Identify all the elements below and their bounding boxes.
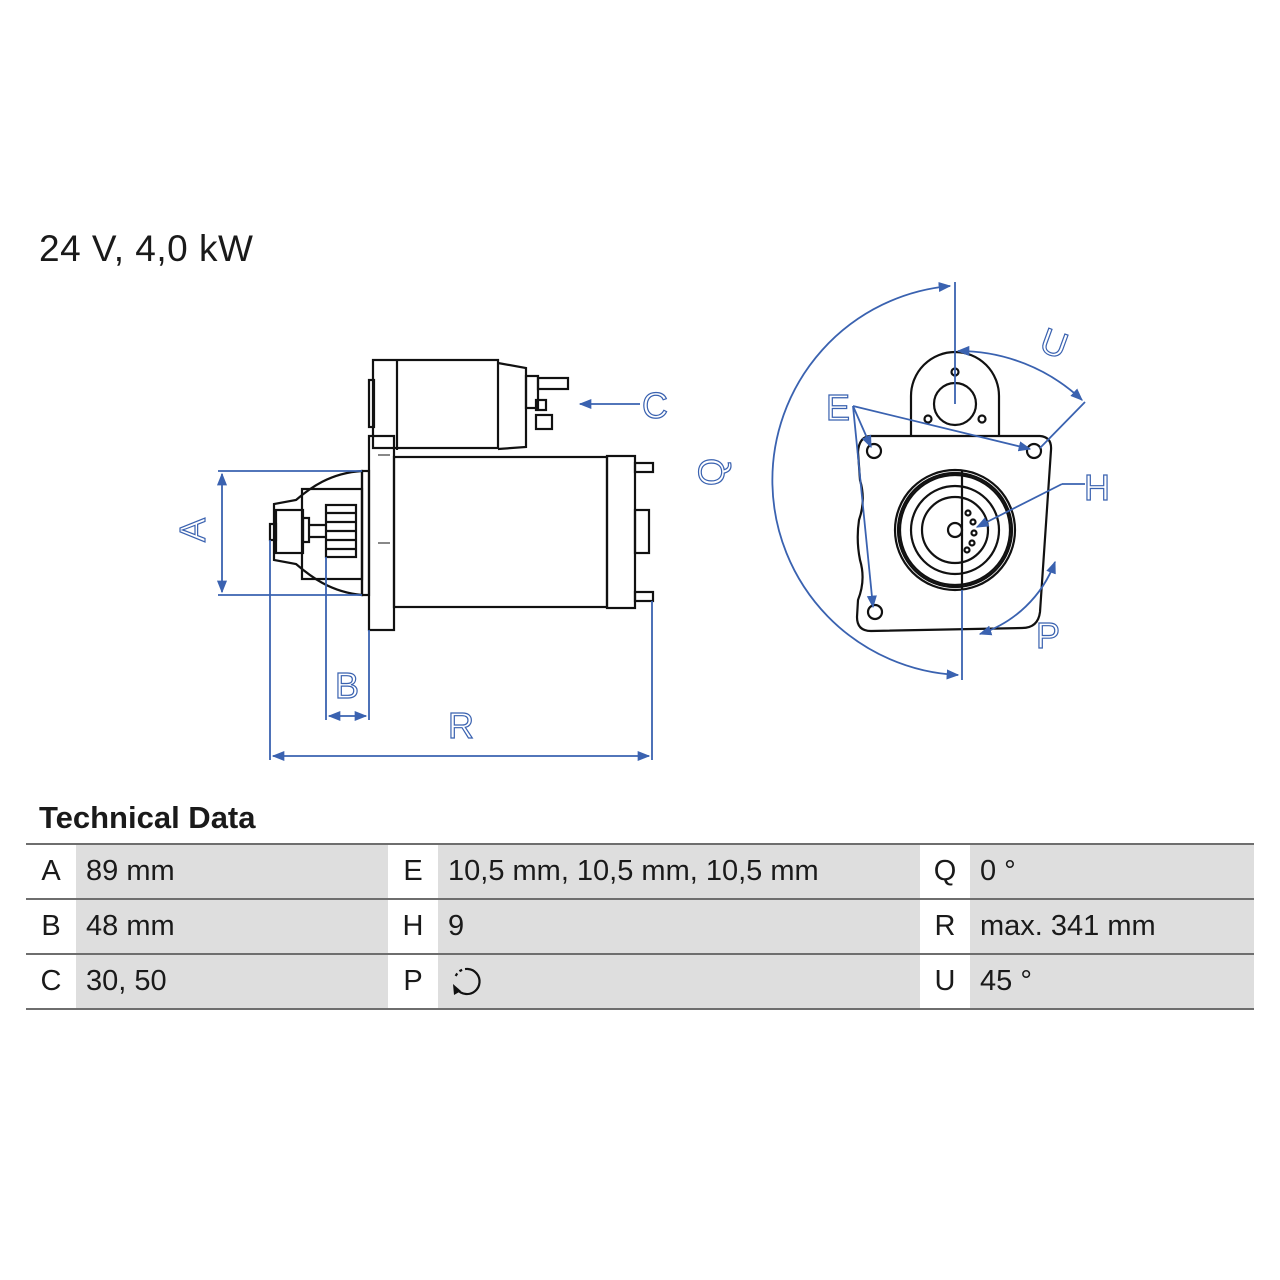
- label-A: A: [172, 518, 213, 542]
- param-value: 48 mm: [76, 899, 388, 954]
- spec-title: 24 V, 4,0 kW: [39, 228, 254, 269]
- param-value: max. 341 mm: [970, 899, 1254, 954]
- param-value: 9: [438, 899, 920, 954]
- label-C: C: [642, 385, 668, 426]
- front-view-dimensions: [771, 282, 1086, 680]
- param-value: 89 mm: [76, 844, 388, 899]
- param-key: C: [26, 954, 76, 1009]
- param-key: Q: [920, 844, 970, 899]
- label-H: H: [1084, 467, 1110, 508]
- param-value: 30, 50: [76, 954, 388, 1009]
- technical-data-table: A 89 mm E 10,5 mm, 10,5 mm, 10,5 mm Q 0 …: [26, 843, 1254, 1010]
- label-P: P: [1036, 615, 1060, 656]
- label-U: U: [1035, 320, 1073, 367]
- technical-data-heading: Technical Data: [39, 800, 256, 835]
- label-B: B: [335, 665, 359, 706]
- side-view: [268, 358, 655, 632]
- side-view-dimensions: [216, 398, 653, 762]
- param-key: H: [388, 899, 438, 954]
- param-key: E: [388, 844, 438, 899]
- table-row: B 48 mm H 9 R max. 341 mm: [26, 899, 1254, 954]
- rotation-counterclockwise-icon: [453, 967, 481, 995]
- param-key: U: [920, 954, 970, 1009]
- front-view-dimension-labels: E H P Q U: [690, 319, 1110, 657]
- param-key: A: [26, 844, 76, 899]
- param-key: B: [26, 899, 76, 954]
- table-row: A 89 mm E 10,5 mm, 10,5 mm, 10,5 mm Q 0 …: [26, 844, 1254, 899]
- technical-drawing: A B C R: [171, 282, 1111, 762]
- label-Q: Q: [691, 458, 732, 486]
- param-value: 45 °: [970, 954, 1254, 1009]
- param-value: 10,5 mm, 10,5 mm, 10,5 mm: [438, 844, 920, 899]
- table-row: C 30, 50 P U 45 °: [26, 954, 1254, 1009]
- param-key: R: [920, 899, 970, 954]
- label-E: E: [826, 387, 850, 428]
- param-value: 0 °: [970, 844, 1254, 899]
- front-view: [855, 350, 1053, 633]
- param-value-rotation: [438, 954, 920, 1009]
- label-R: R: [448, 705, 474, 746]
- side-view-dimension-labels: A B C R: [171, 384, 668, 746]
- param-key: P: [388, 954, 438, 1009]
